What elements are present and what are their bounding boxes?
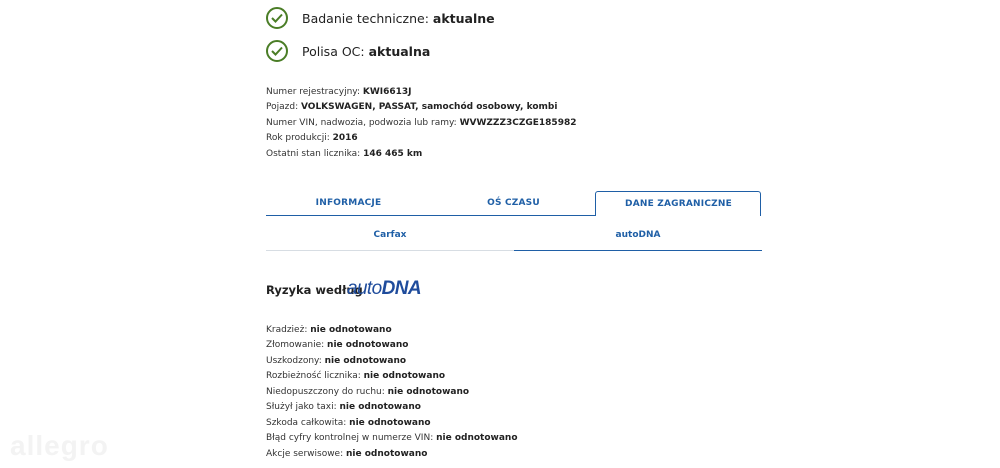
status-text: Badanie techniczne: aktualne — [302, 10, 495, 26]
subtab-active-underline — [514, 250, 762, 251]
tab-carfax[interactable]: Carfax — [373, 230, 407, 240]
production-year: Rok produkcji: 2016 — [266, 133, 358, 143]
tab-active-frame — [595, 191, 761, 216]
risk-item: Złomowanie: nie odnotowano — [266, 340, 409, 350]
source-tabs: Carfax autoDNA — [266, 228, 762, 252]
status-text: Polisa OC: aktualna — [302, 43, 431, 59]
odometer-reading: Ostatni stan licznika: 146 465 km — [266, 149, 423, 159]
check-icon — [266, 7, 288, 29]
autodna-logo: autoDNA — [347, 278, 422, 299]
risk-title: Ryzyka według — [266, 283, 363, 297]
risk-item: Służył jako taxi: nie odnotowano — [266, 402, 421, 412]
check-icon — [266, 40, 288, 62]
tab-autodna[interactable]: autoDNA — [615, 230, 661, 240]
status-insurance: Polisa OC: aktualna — [266, 40, 430, 62]
tab-os-czasu[interactable]: OŚ CZASU — [487, 198, 540, 208]
status-technical-inspection: Badanie techniczne: aktualne — [266, 7, 495, 29]
main-tabs: INFORMACJE OŚ CZASU DANE ZAGRANICZNE — [266, 191, 762, 217]
risk-item: Akcje serwisowe: nie odnotowano — [266, 449, 428, 459]
risk-item: Uszkodzony: nie odnotowano — [266, 356, 407, 366]
watermark: allegro — [10, 430, 109, 461]
risk-item: Błąd cyfry kontrolnej w numerze VIN: nie… — [266, 433, 518, 443]
tab-underline — [266, 215, 596, 216]
risk-item: Niedopuszczony do ruchu: nie odnotowano — [266, 387, 470, 397]
vin-number: Numer VIN, nadwozia, podwozia lub ramy: … — [266, 118, 577, 128]
risk-item: Szkoda całkowita: nie odnotowano — [266, 418, 431, 428]
tab-dane-zagraniczne[interactable]: DANE ZAGRANICZNE — [625, 199, 732, 209]
vehicle-name: Pojazd: VOLKSWAGEN, PASSAT, samochód oso… — [266, 102, 558, 112]
risk-item: Rozbieżność licznika: nie odnotowano — [266, 371, 446, 381]
risk-item: Kradzież: nie odnotowano — [266, 325, 392, 335]
tab-informacje[interactable]: INFORMACJE — [315, 198, 382, 208]
registration-number: Numer rejestracyjny: KWI6613J — [266, 87, 412, 97]
